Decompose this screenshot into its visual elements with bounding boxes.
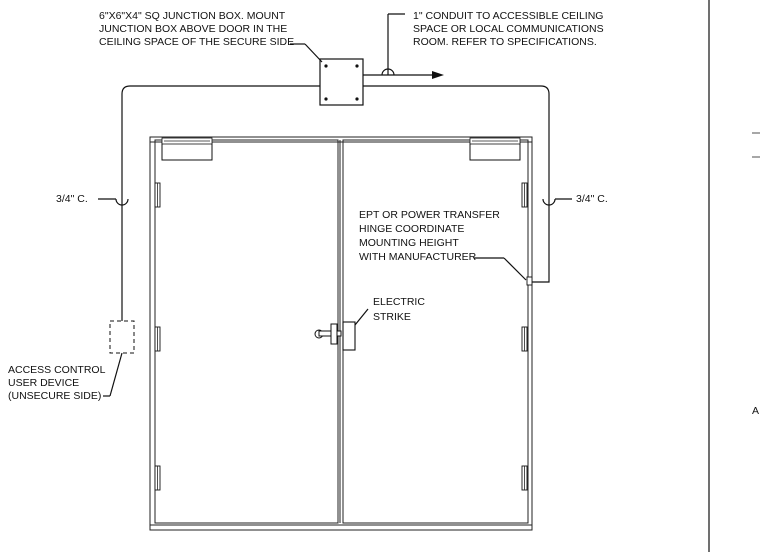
svg-text:6"X6"X4" SQ JUNCTION BOX. MOUN: 6"X6"X4" SQ JUNCTION BOX. MOUNT xyxy=(99,10,286,22)
svg-text:CEILING SPACE OF THE SECURE SI: CEILING SPACE OF THE SECURE SIDE xyxy=(99,36,294,48)
svg-text:JUNCTION BOX ABOVE DOOR IN THE: JUNCTION BOX ABOVE DOOR IN THE xyxy=(99,23,287,35)
conduit-right-label: 3/4" C. xyxy=(576,193,608,205)
svg-text:EPT OR POWER TRANSFER: EPT OR POWER TRANSFER xyxy=(359,209,500,221)
junction-box-leader xyxy=(304,43,323,63)
door-leaf-left xyxy=(154,139,339,524)
svg-text:HINGE COORDINATE: HINGE COORDINATE xyxy=(359,223,464,235)
conduit-left-run xyxy=(121,85,320,321)
conduit-run xyxy=(98,13,572,321)
conduit-marker-right xyxy=(542,198,556,206)
access-control-leader xyxy=(109,352,123,397)
svg-text:WITH MANUFACTURER: WITH MANUFACTURER xyxy=(359,251,477,263)
strike-note: ELECTRIC STRIKE xyxy=(373,296,425,323)
svg-text:USER DEVICE: USER DEVICE xyxy=(8,377,79,389)
junction-box xyxy=(319,58,364,106)
svg-text:ACCESS CONTROL: ACCESS CONTROL xyxy=(8,364,106,376)
junction-box-note: 6"X6"X4" SQ JUNCTION BOX. MOUNT JUNCTION… xyxy=(99,10,294,48)
conduit-left-label: 3/4" C. xyxy=(56,193,88,205)
svg-text:SPACE OR LOCAL COMMUNICATIONS: SPACE OR LOCAL COMMUNICATIONS xyxy=(413,23,604,35)
conduit-exit-arrow xyxy=(432,71,444,79)
door-closer-right xyxy=(469,137,521,161)
electric-strike xyxy=(342,321,356,351)
door-closer-left xyxy=(161,137,213,161)
access-control-device xyxy=(109,320,135,354)
ept-leader xyxy=(503,257,527,281)
svg-text:ROOM. REFER TO SPECIFICATIONS.: ROOM. REFER TO SPECIFICATIONS. xyxy=(413,36,597,48)
svg-text:1" CONDUIT TO ACCESSIBLE CEILI: 1" CONDUIT TO ACCESSIBLE CEILING xyxy=(413,10,603,22)
lever-handle xyxy=(314,323,342,345)
svg-text:STRIKE: STRIKE xyxy=(373,311,411,323)
svg-text:ELECTRIC: ELECTRIC xyxy=(373,296,425,308)
conduit-right-run xyxy=(363,85,550,283)
ept-transfer-hinge xyxy=(526,276,533,286)
strike-leader xyxy=(354,308,369,326)
hinges-right xyxy=(521,182,528,491)
hinges-left xyxy=(154,182,161,491)
svg-text:MOUNTING HEIGHT: MOUNTING HEIGHT xyxy=(359,237,459,249)
access-control-note: ACCESS CONTROL USER DEVICE (UNSECURE SID… xyxy=(8,364,106,402)
conduit-marker-left xyxy=(115,198,129,206)
ept-note: EPT OR POWER TRANSFER HINGE COORDINATE M… xyxy=(359,209,500,263)
sheet-edge-letter: A xyxy=(752,405,759,417)
conduit-note: 1" CONDUIT TO ACCESSIBLE CEILING SPACE O… xyxy=(413,10,604,48)
svg-text:(UNSECURE SIDE): (UNSECURE SIDE) xyxy=(8,390,101,402)
door-leaf-right xyxy=(342,139,529,524)
